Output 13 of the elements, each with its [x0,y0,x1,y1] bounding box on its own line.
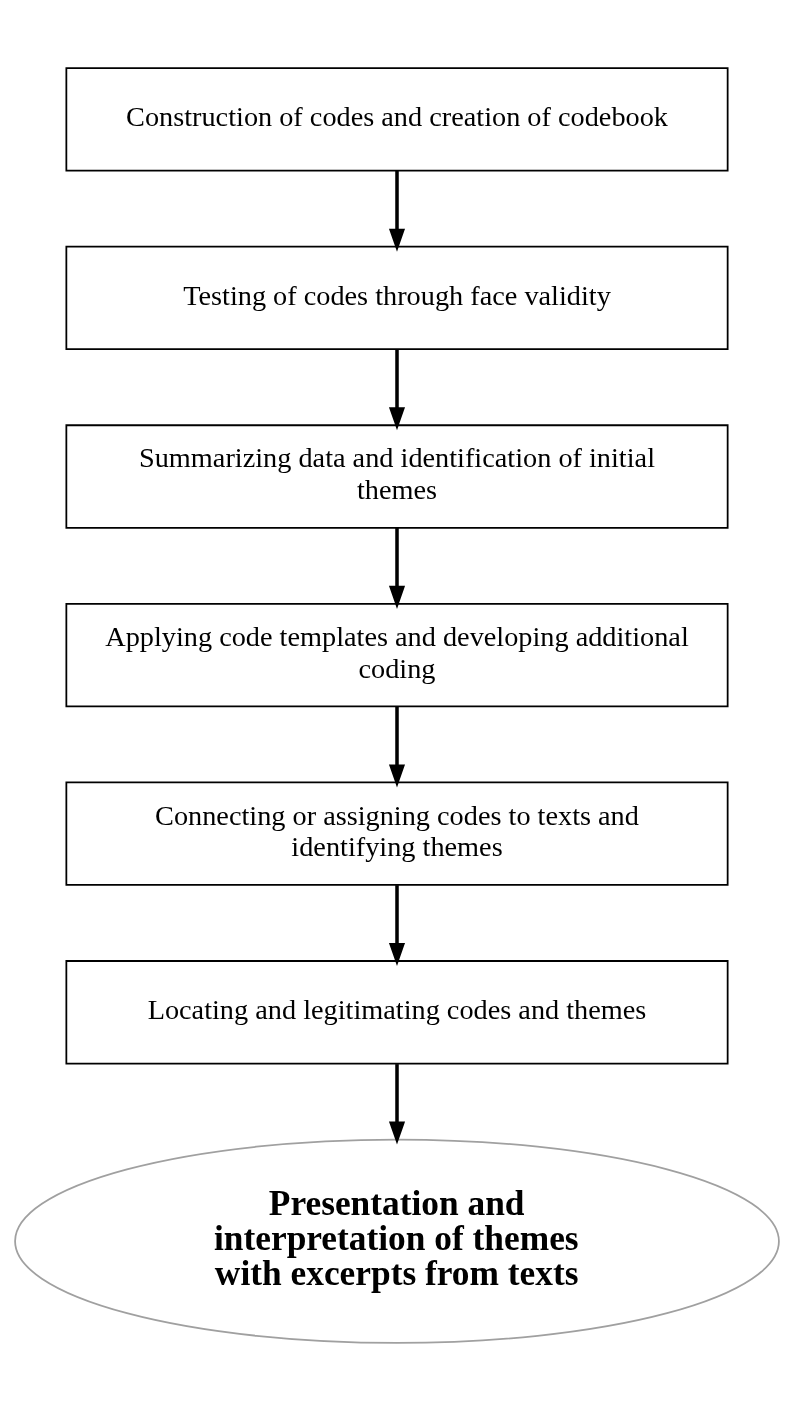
node-box: Applying code templates and developing additional coding [65,602,729,707]
arrow [388,884,406,966]
node-box: Construction of codes and creation of codebook [65,66,729,171]
arrow [388,1063,406,1145]
arrow [388,706,406,787]
node-box: Locating and legitimating codes and themes [65,959,729,1064]
node-box: Connecting or assigning codes to texts and identifying themes [65,781,729,886]
arrow [388,170,406,252]
arrow [388,348,406,430]
arrow [388,527,406,609]
node-box: Testing of codes through face validity [65,245,729,350]
node-box: Summarizing data and identification of initial themes [65,423,729,529]
node-ellipse: Presentation and interpretation of themes with excerpts from texts [14,1138,780,1344]
